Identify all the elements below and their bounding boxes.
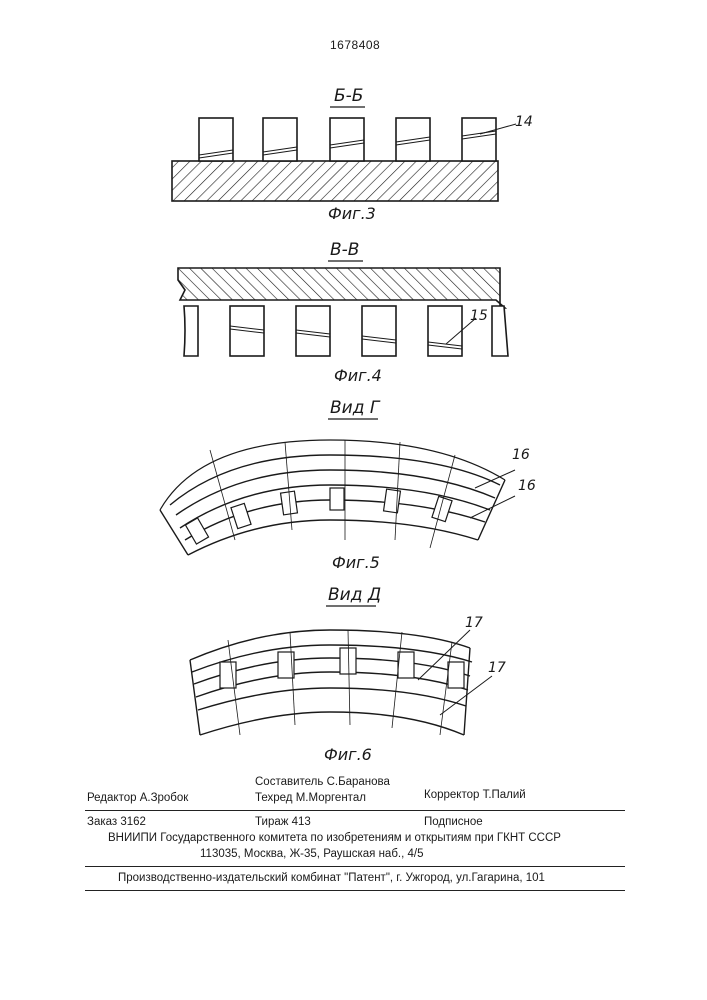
divider-bottom [85, 890, 625, 891]
fig3-drawing [172, 118, 516, 201]
techred: Техред М.Моргентал [255, 792, 366, 804]
fig5-drawing [160, 440, 515, 555]
editor: Редактор А.Зробок [87, 792, 188, 804]
compiler: Составитель С.Баранова [255, 776, 390, 788]
institute-address: 113035, Москва, Ж-35, Раушская наб., 4/5 [200, 848, 423, 860]
fig6-drawing [190, 630, 492, 735]
divider-top [85, 810, 625, 811]
order-number: Заказ 3162 [87, 816, 146, 828]
circulation: Тираж 413 [255, 816, 311, 828]
divider-middle [85, 866, 625, 867]
institute: ВНИИПИ Государственного комитета по изоб… [108, 832, 561, 844]
subscription: Подписное [424, 816, 483, 828]
fig4-drawing [178, 268, 508, 356]
corrector: Корректор Т.Палий [424, 789, 526, 801]
publisher: Производственно-издательский комбинат "П… [118, 872, 545, 884]
technical-drawings [0, 0, 707, 780]
